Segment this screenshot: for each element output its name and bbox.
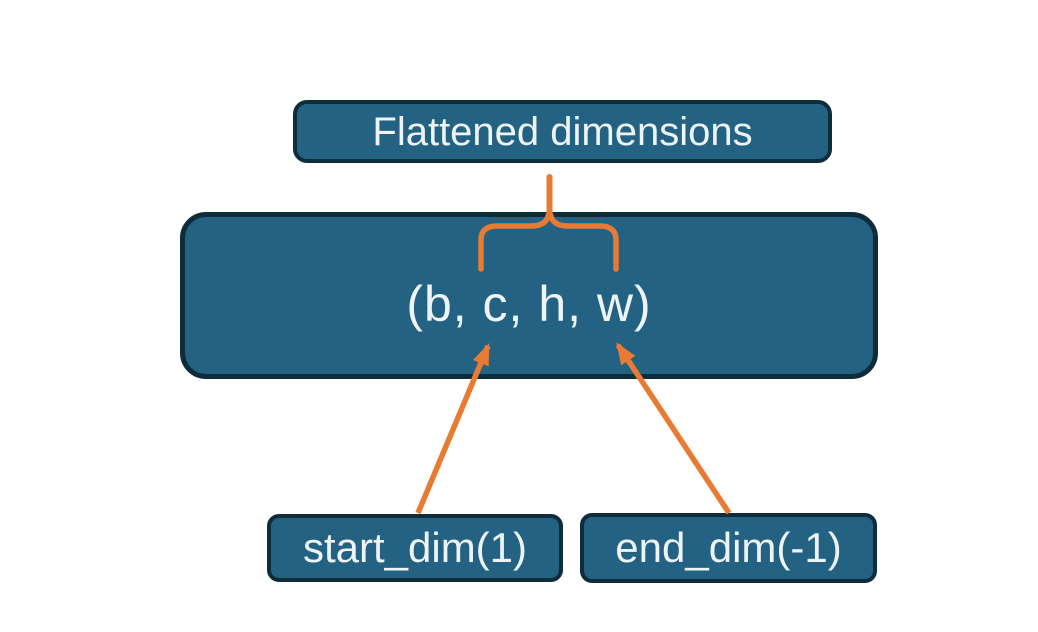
end-dim-label: end_dim(-1) bbox=[615, 524, 842, 571]
end-dim-node: end_dim(-1) bbox=[580, 513, 877, 583]
flattened-dimensions-node: Flattened dimensions bbox=[293, 100, 832, 163]
flattened-dimensions-label: Flattened dimensions bbox=[372, 109, 753, 154]
start-dim-label: start_dim(1) bbox=[302, 524, 528, 571]
tensor-shape-label: (b, c, h, w) bbox=[406, 275, 652, 332]
tensor-shape-node: (b, c, h, w) bbox=[180, 212, 878, 379]
start-dim-node: start_dim(1) bbox=[267, 514, 563, 582]
